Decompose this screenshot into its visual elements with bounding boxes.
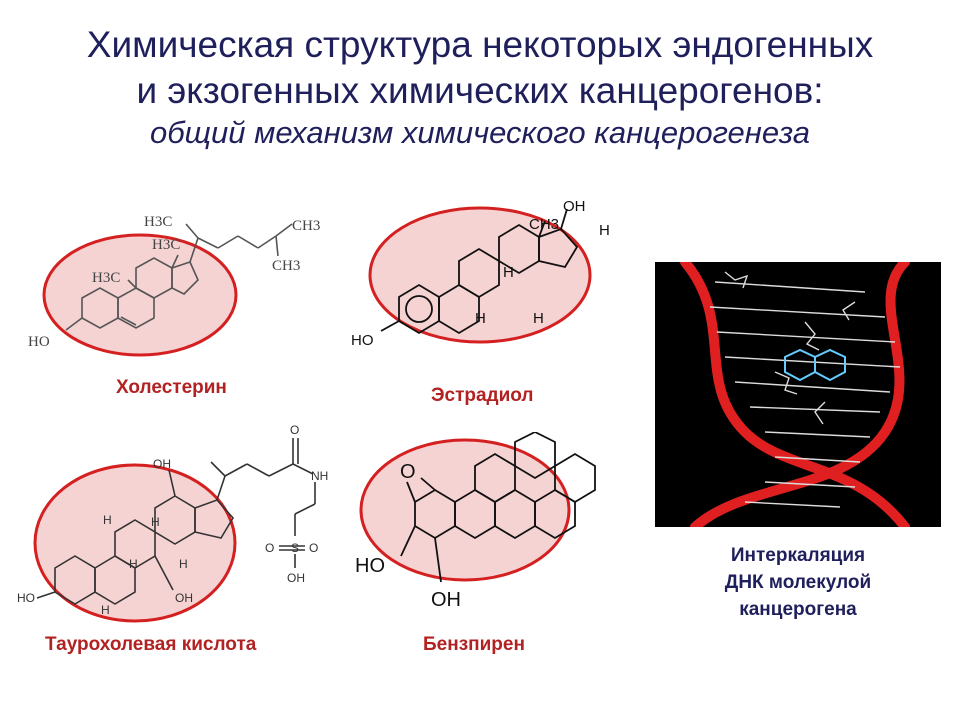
cholesterol-bonds xyxy=(65,223,293,331)
title-line-1: Химическая структура некоторых эндогенны… xyxy=(86,24,874,65)
taurocholic-label-o-right: O xyxy=(309,541,318,555)
taurocholic-label-ho-left: HO xyxy=(17,591,35,605)
taurocholic-label-h3: H xyxy=(129,557,138,571)
benzpyrene-label-o: O xyxy=(400,461,416,483)
cholesterol-label-h3c-top: H3C xyxy=(144,214,172,230)
cholesterol-label-h3c-ring: H3C xyxy=(92,270,120,286)
taurocholic-bonds xyxy=(36,438,316,605)
benzpyrene-label-ho: HO xyxy=(355,555,385,577)
benzpyrene-highlight-ellipse xyxy=(359,438,571,582)
cholesterol-highlight-ellipse xyxy=(42,233,238,357)
estradiol-label-h2: H xyxy=(503,264,514,281)
cholesterol-label-h3c-mid: H3C xyxy=(152,237,180,253)
estradiol-caption: Эстрадиол xyxy=(431,385,534,406)
estradiol-label-ho: HO xyxy=(351,332,374,349)
cholesterol-label-ch3-b: CH3 xyxy=(272,258,300,274)
estradiol-structure: OH CH3 H H H H HO xyxy=(351,198,610,349)
taurocholic-label-h1: H xyxy=(151,515,160,529)
taurocholic-label-oh-top: OH xyxy=(153,457,171,471)
taurocholic-label-h2: H xyxy=(103,513,112,527)
benzpyrene-label-oh: OH xyxy=(431,589,461,611)
estradiol-label-h1: H xyxy=(599,222,610,239)
estradiol-bonds xyxy=(380,208,579,335)
taurocholic-label-oh-bottom: OH xyxy=(175,591,193,605)
dna-caption-line-2: ДНК молекулой xyxy=(724,572,872,593)
carcinogen-molecule xyxy=(784,348,846,382)
dna-base-pairs xyxy=(709,271,901,508)
taurocholic-acid-structure: OH O NH H H H H H O S O OH HO OH xyxy=(17,423,328,623)
taurocholic-caption: Таурохолевая кислота xyxy=(45,634,257,655)
estradiol-label-h3: H xyxy=(475,310,486,327)
benzpyrene-caption: Бензпирен xyxy=(423,634,525,655)
estradiol-label-h4: H xyxy=(533,310,544,327)
dna-caption-line-1: Интеркаляция xyxy=(730,545,866,566)
dna-caption: Интеркаляция ДНК молекулой канцерогена xyxy=(690,542,906,623)
cholesterol-label-ho: HO xyxy=(28,334,50,350)
estradiol-label-ch3: CH3 xyxy=(529,216,559,233)
cholesterol-structure: H3C H3C H3C CH3 CH3 HO xyxy=(28,214,320,357)
estradiol-highlight-ellipse xyxy=(368,206,592,344)
dna-backbones xyxy=(680,262,910,527)
cholesterol-label-ch3-a: CH3 xyxy=(292,218,320,234)
benzpyrene-bonds xyxy=(400,432,596,583)
estradiol-label-oh: OH xyxy=(563,198,586,215)
dna-caption-line-3: канцерогена xyxy=(739,599,857,620)
dna-intercalation-image xyxy=(655,262,941,527)
taurocholic-label-o-left: O xyxy=(265,541,274,555)
taurocholic-label-nh: NH xyxy=(311,469,328,483)
taurocholic-label-s: S xyxy=(291,541,299,555)
benzpyrene-structure: O HO OH xyxy=(355,432,596,611)
taurocholic-label-o-top: O xyxy=(290,423,299,437)
taurocholic-highlight-ellipse xyxy=(33,463,237,623)
taurocholic-label-h5: H xyxy=(101,603,110,617)
cholesterol-caption: Холестерин xyxy=(116,377,227,398)
taurocholic-label-oh-s: OH xyxy=(287,571,305,585)
subtitle: общий механизм химического канцерогенеза xyxy=(149,115,811,150)
title-line-2: и экзогенных химических канцерогенов: xyxy=(136,70,824,111)
taurocholic-label-h4: H xyxy=(179,557,188,571)
